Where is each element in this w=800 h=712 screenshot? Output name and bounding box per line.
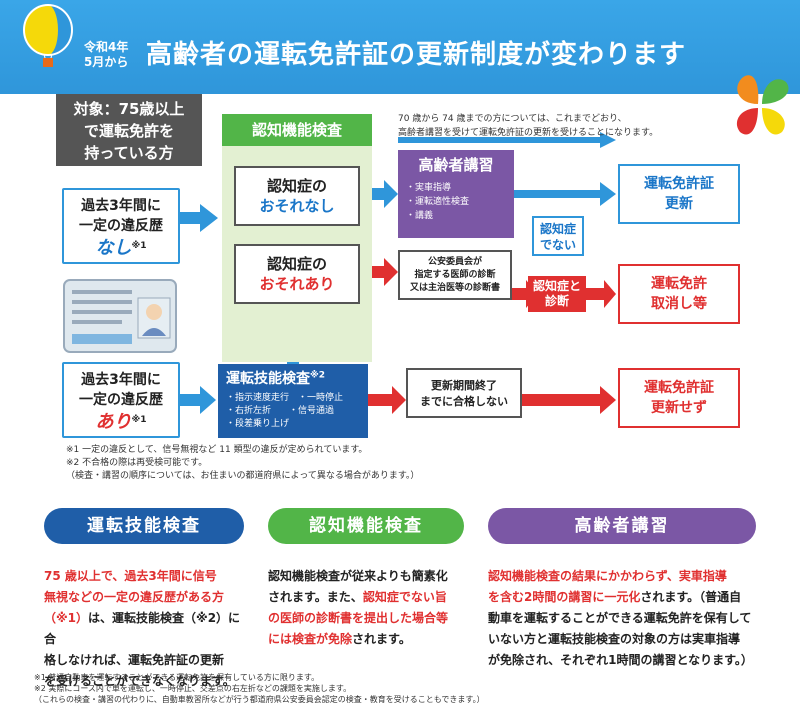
panel-footnotes: ※1 一定の違反として、信号無視など 11 類型の違反が定められています。 ※2… — [66, 445, 420, 481]
ninchi-kensa-heading: 認知機能検査 — [222, 114, 372, 146]
senior-mark-icon — [736, 75, 789, 135]
category-koshu-description: 認知機能検査の結果にかかわらず、実車指導 を含む2時間の講習に一元化されます。（… — [488, 569, 753, 667]
result-renew-box: 運転免許証 更新 — [618, 164, 740, 224]
history-none-box: 過去3年間に 一定の違反歴 なし※1 — [62, 188, 180, 264]
balloon-icon — [23, 4, 73, 67]
not-dementia-label: 認知症 でない — [532, 216, 584, 256]
dementia-risk-box: 認知症の おそれあり — [234, 244, 360, 304]
category-koshu-heading: 高齢者講習 — [488, 508, 756, 544]
bottom-footnotes: ※1 普通自動車を運転することができる運転免許を保有している方に限ります。 ※2… — [34, 673, 485, 704]
result-cancel-box: 運転免許 取消し等 — [618, 264, 740, 324]
category-gikou-heading: 運転技能検査 — [44, 508, 244, 544]
driver-license-card-icon — [63, 279, 177, 353]
deadline-fail-box: 更新期間終了 までに合格しない — [406, 368, 522, 418]
note-70-74: 70 歳から 74 歳までの方については、これまでどおり、 高齢者講習を受けて運… — [398, 114, 659, 138]
category-ninchi-heading: 認知機能検査 — [268, 508, 464, 544]
dementia-diagnosis-label: 認知症と 診断 — [528, 276, 586, 312]
ninchi-kensa-column — [222, 114, 372, 362]
history-yes-box: 過去3年間に 一定の違反歴 あり※1 — [62, 362, 180, 438]
driving-skill-test-box: 運転技能検査※2 ・指示速度走行 ・一時停止 ・右折左折 ・信号通過 ・段差乗り… — [218, 364, 368, 438]
effective-date: 令和4年 5月から — [84, 40, 129, 69]
doctor-diagnosis-box: 公安委員会が 指定する医師の診断 又は主治医等の診断書 — [398, 250, 512, 300]
page-title: 高齢者の運転免許証の更新制度が変わります — [146, 40, 687, 70]
target-audience-box: 対象：75歳以上 で運転免許を 持っている方 — [56, 94, 202, 166]
category-ninchi-description: 認知機能検査が従来よりも簡素化 されます。また、認知症でない旨 の医師の診断書を… — [268, 569, 449, 646]
category-gikou-description: 75 歳以上で、過去3年間に信号 無視などの一定の違反歴がある方 （※1）は、運… — [44, 569, 241, 688]
header-banner: 令和4年 5月から 高齢者の運転免許証の更新制度が変わります — [0, 0, 800, 94]
no-dementia-risk-box: 認知症の おそれなし — [234, 166, 360, 226]
senior-lecture-box: 高齢者講習 ・実車指導 ・運転適性検査 ・講義 — [398, 150, 514, 238]
result-no-renew-box: 運転免許証 更新せず — [618, 368, 740, 428]
